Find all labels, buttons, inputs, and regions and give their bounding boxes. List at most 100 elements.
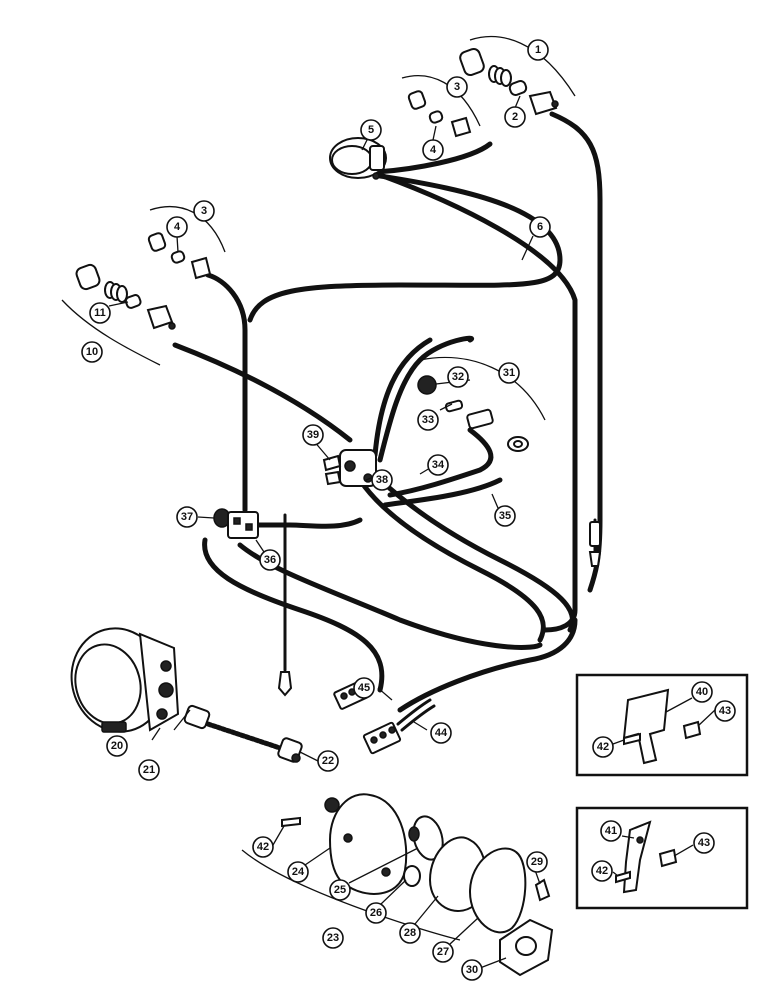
svg-text:25: 25 <box>334 884 346 896</box>
clip-43-bottom <box>658 848 678 868</box>
bolt-29 <box>534 878 551 902</box>
callout-11: 11 <box>89 302 111 324</box>
wire-ignition-harness-1 <box>357 477 546 643</box>
lamp-socket-31 <box>466 408 494 430</box>
callout-38: 38 <box>371 469 393 491</box>
svg-text:5: 5 <box>368 124 374 136</box>
callouts: 1 2 3 4 5 6 3 4 11 10 31 32 33 34 35 39 … <box>81 39 736 981</box>
wire-loop-upper <box>377 335 475 463</box>
callout-45: 45 <box>353 677 375 699</box>
lamp-assembly-31 <box>417 375 529 452</box>
ground-terminal-left <box>277 671 293 697</box>
wire-switch-lower <box>247 517 363 529</box>
callout-41: 41 <box>600 820 622 842</box>
callout-27: 27 <box>432 941 454 963</box>
drive-assembly-23 <box>281 793 554 977</box>
lamp-bulb-4 <box>428 110 444 124</box>
bracket-group-31 <box>419 356 546 421</box>
svg-text:44: 44 <box>435 727 448 739</box>
callout-42-inset-top: 42 <box>592 736 614 758</box>
callout-28: 28 <box>399 922 421 944</box>
lamp-socket-3-left <box>190 256 212 280</box>
lamp-lens-1 <box>459 47 485 77</box>
callout-31: 31 <box>498 362 520 384</box>
svg-text:28: 28 <box>404 927 416 939</box>
lamp-lens-3 <box>407 90 427 110</box>
svg-text:31: 31 <box>503 367 515 379</box>
lamp-socket-3 <box>450 116 472 138</box>
callout-5: 5 <box>360 119 382 141</box>
callout-36: 36 <box>259 549 281 571</box>
callout-21: 21 <box>138 759 160 781</box>
lamp-bulb-2 <box>508 80 528 96</box>
screw-42-inset-top <box>623 732 641 746</box>
callout-1: 1 <box>527 39 549 61</box>
lamp-spring-10 <box>104 281 128 303</box>
lamp-lens-10 <box>75 263 101 291</box>
ground-terminal-right-bottom <box>588 551 602 567</box>
svg-text:38: 38 <box>376 474 388 486</box>
callout-44: 44 <box>430 722 452 744</box>
callout-10: 10 <box>81 341 103 363</box>
lamp-assembly-10 <box>75 263 176 330</box>
lamp-bulb-33 <box>444 399 464 413</box>
callout-26: 26 <box>365 902 387 924</box>
callout-2: 2 <box>504 106 526 128</box>
callout-37: 37 <box>176 506 198 528</box>
svg-text:45: 45 <box>358 682 370 694</box>
svg-text:36: 36 <box>264 554 276 566</box>
callout-4-upper: 4 <box>422 139 444 161</box>
group-brackets <box>61 36 576 941</box>
lamp-bulb-11 <box>124 294 142 309</box>
callout-4-left: 4 <box>166 216 188 238</box>
bracket-group-10 <box>61 299 161 366</box>
svg-text:6: 6 <box>537 221 543 233</box>
svg-text:30: 30 <box>466 964 478 976</box>
callout-40: 40 <box>691 681 713 703</box>
wiring-harness <box>172 111 603 713</box>
wire-gauge-loop <box>247 173 563 323</box>
lamp-spring-1 <box>488 65 512 87</box>
svg-text:43: 43 <box>698 837 710 849</box>
svg-text:37: 37 <box>181 511 193 523</box>
callout-30: 30 <box>461 959 483 981</box>
svg-text:1: 1 <box>535 44 541 56</box>
svg-text:41: 41 <box>605 825 617 837</box>
callout-29: 29 <box>526 851 548 873</box>
wire-lamp3-left <box>205 272 248 513</box>
svg-text:35: 35 <box>499 510 511 522</box>
callout-23: 23 <box>322 927 344 949</box>
svg-text:3: 3 <box>454 81 460 93</box>
connector-44 <box>362 698 436 755</box>
svg-text:27: 27 <box>437 946 449 958</box>
svg-text:21: 21 <box>143 764 155 776</box>
svg-text:22: 22 <box>322 755 334 767</box>
ground-terminal-right-top <box>589 521 601 547</box>
lamp-assembly-3-left <box>147 232 212 280</box>
ignition-key-39 <box>322 454 342 486</box>
callout-34: 34 <box>427 454 449 476</box>
callout-42-lower: 42 <box>252 836 274 858</box>
svg-text:33: 33 <box>422 414 434 426</box>
svg-text:11: 11 <box>94 307 106 319</box>
ignition-switch-38 <box>322 449 377 487</box>
svg-text:26: 26 <box>370 907 382 919</box>
callout-43-inset-top: 43 <box>714 700 736 722</box>
lamp-bulb-4-left <box>170 250 186 264</box>
callout-32: 32 <box>447 366 469 388</box>
wire-main-right <box>549 111 603 593</box>
lamp-lens-3-left <box>147 232 167 252</box>
wire-gauge-right <box>369 169 578 633</box>
switch-36-body <box>227 511 259 539</box>
svg-text:20: 20 <box>111 740 123 752</box>
wire-switch-to-connector <box>202 537 385 693</box>
wire-lamp31-b <box>382 477 503 508</box>
svg-text:29: 29 <box>531 856 543 868</box>
inset-bracket-41 <box>575 806 749 910</box>
svg-text:32: 32 <box>452 371 464 383</box>
svg-text:40: 40 <box>696 686 708 698</box>
screw-42-lower <box>281 816 301 828</box>
svg-text:42: 42 <box>596 865 608 877</box>
bushing-26 <box>403 865 421 887</box>
svg-text:23: 23 <box>327 932 339 944</box>
